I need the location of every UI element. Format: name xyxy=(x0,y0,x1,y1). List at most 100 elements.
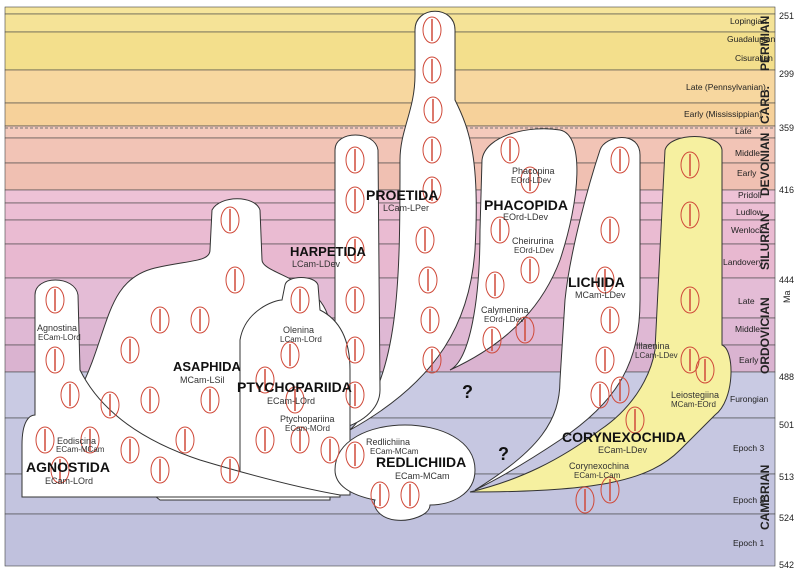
time-band xyxy=(4,6,776,15)
period-label: PERMIAN xyxy=(758,16,772,71)
asaphida-range: MCam-LSil xyxy=(180,375,225,385)
epoch-label: Wenlock xyxy=(731,225,764,235)
period-labels: PERMIAN CARB. DEVONIAN SILURIAN ORDOVICI… xyxy=(758,16,772,530)
phacopida-label: PHACOPIDA xyxy=(484,197,568,213)
trilobite-illustration xyxy=(680,201,700,229)
trilobite-illustration xyxy=(490,216,510,244)
time-band xyxy=(4,513,776,567)
trilobite-illustration xyxy=(500,136,520,164)
trilobite-illustration xyxy=(320,436,340,464)
epoch-labels: Lopingian Guadalupian Cisuralian Late (P… xyxy=(684,16,775,548)
ma-tick: 359 xyxy=(779,123,794,133)
agnostida-label: AGNOSTIDA xyxy=(26,459,110,475)
trilobite-illustration xyxy=(485,271,505,299)
trilobite-illustration xyxy=(45,286,65,314)
phacopida-bubble xyxy=(449,128,578,371)
leiostegiina-range: MCam-EOrd xyxy=(671,400,716,409)
period-label: SILURIAN xyxy=(758,213,772,270)
trilobite-illustration xyxy=(600,306,620,334)
trilobite-illustration xyxy=(400,481,420,509)
time-band xyxy=(4,31,776,71)
lichida-bubble xyxy=(474,137,641,491)
trilobite-illustration xyxy=(420,306,440,334)
phacopina-range: EOrd-LDev xyxy=(511,176,551,185)
trilobite-illustration xyxy=(520,256,540,284)
trilobite-illustration xyxy=(423,96,443,124)
uncertain-origin-mark: ? xyxy=(498,444,509,464)
trilobite-illustration xyxy=(120,336,140,364)
trilobite-illustration xyxy=(422,176,442,204)
trilobite-illustration xyxy=(610,146,630,174)
trilobite-illustration xyxy=(150,306,170,334)
trilobite-illustration xyxy=(520,166,540,194)
trilobite-illustration xyxy=(370,481,390,509)
trilobite-illustration xyxy=(285,386,305,414)
eodiscina-label: Eodiscina xyxy=(57,436,96,446)
redlichiida-range: ECam-MCam xyxy=(395,471,450,481)
trilobite-illustration xyxy=(600,476,620,504)
trilobite-illustration xyxy=(415,226,435,254)
time-band xyxy=(4,13,776,33)
ma-tick: 524 xyxy=(779,513,794,523)
epoch-label: Early xyxy=(737,168,757,178)
group-labels: ASAPHIDA MCam-LSil PTYCHOPARIIDA ECam-LO… xyxy=(26,187,686,486)
epoch-label: Pridoli xyxy=(738,190,762,200)
trilobite-illustration xyxy=(345,186,365,214)
period-label: DEVONIAN xyxy=(758,133,772,196)
illaenina-label: Illaenina xyxy=(636,341,670,351)
trilobite-illustrations xyxy=(35,16,715,514)
trilobite-illustration xyxy=(290,286,310,314)
trilobite-illustration xyxy=(345,286,365,314)
agnostida-bubble xyxy=(21,279,341,498)
uncertain-origin-mark: ? xyxy=(462,382,473,402)
trilobite-illustration xyxy=(610,376,630,404)
clade-bubbles xyxy=(21,10,732,521)
trilobite-illustration xyxy=(50,456,70,484)
trilobite-illustration xyxy=(590,381,610,409)
trilobite-illustration xyxy=(422,16,442,44)
trilobite-illustration xyxy=(345,146,365,174)
trilobite-illustration xyxy=(595,266,615,294)
ma-unit-label: Ma xyxy=(782,290,792,303)
corynexochida-label: CORYNEXOCHIDA xyxy=(562,429,686,445)
ma-ticks: 251 299 359 416 444 488 501 513 524 542 … xyxy=(779,11,794,570)
trilobite-illustration xyxy=(595,346,615,374)
ma-tick: 501 xyxy=(779,420,794,430)
redlichiida-bubble xyxy=(334,424,476,521)
time-band xyxy=(4,137,776,164)
trilobite-illustration xyxy=(35,426,55,454)
trilobite-illustration xyxy=(255,426,275,454)
epoch-label: Epoch 1 xyxy=(733,538,764,548)
trilobite-illustration xyxy=(575,486,595,514)
phacopina-label: Phacopina xyxy=(512,166,555,176)
trilobite-illustration xyxy=(220,456,240,484)
ma-tick: 251 xyxy=(779,11,794,21)
epoch-label: Early xyxy=(739,355,759,365)
epoch-label: Early (Mississippian) xyxy=(684,109,762,119)
epoch-label: Lopingian xyxy=(730,16,767,26)
phacopida-range: EOrd-LDev xyxy=(503,212,549,222)
epoch-label: Late (Pennsylvanian) xyxy=(686,82,766,92)
olenina-label: Olenina xyxy=(283,325,314,335)
trilobite-illustration xyxy=(225,266,245,294)
trilobite-illustration xyxy=(345,236,365,264)
trilobite-illustration xyxy=(290,426,310,454)
period-label: CARB. xyxy=(758,86,772,124)
trilobite-illustration xyxy=(418,266,438,294)
ptychopariina-range: ECam-MOrd xyxy=(285,424,330,433)
agnostida-range: ECam-LOrd xyxy=(45,476,93,486)
cheirurina-label: Cheirurina xyxy=(512,236,554,246)
redlichiida-label: REDLICHIIDA xyxy=(376,454,466,470)
trilobite-illustration xyxy=(625,406,645,434)
ptychopariida-bubble xyxy=(239,277,351,496)
trilobite-illustration xyxy=(345,336,365,364)
trilobite-illustration xyxy=(422,136,442,164)
epoch-label: Middle xyxy=(735,148,760,158)
epoch-label: Late xyxy=(738,296,755,306)
proetida-bubble xyxy=(349,10,477,431)
ma-tick: 542 xyxy=(779,560,794,570)
ma-tick: 444 xyxy=(779,275,794,285)
leiostegiina-label: Leiostegiina xyxy=(671,390,719,400)
trilobite-illustration xyxy=(220,206,240,234)
